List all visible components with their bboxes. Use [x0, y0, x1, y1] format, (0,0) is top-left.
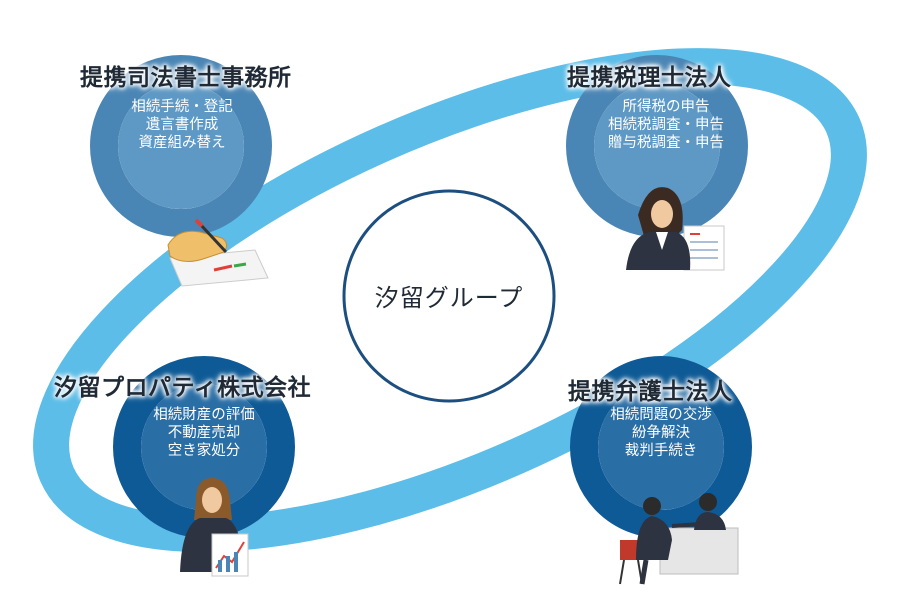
meeting-icon: [619, 493, 739, 585]
lines-property: 相続財産の評価 不動産売却 空き家処分: [109, 406, 299, 460]
lines-judicial: 相続手続・登記 遺言書作成 資産組み替え: [87, 98, 277, 152]
center-label: 汐留グループ: [374, 284, 524, 312]
disc-legal: [598, 384, 724, 510]
lines-legal: 相続問題の交渉 紛争解決 裁判手続き: [566, 406, 756, 460]
list-item: 相続問題の交渉: [610, 407, 712, 423]
list-item: 裁判手続き: [624, 443, 698, 459]
title-judicial: 提携司法書士事務所: [80, 64, 292, 91]
disc-judicial: [118, 83, 244, 209]
list-item: 資産組み替え: [138, 135, 226, 151]
businesswoman-chart-icon: [180, 478, 249, 577]
disc-tax: [594, 83, 720, 209]
list-item: 遺言書作成: [145, 117, 219, 133]
businesswoman-icon: [626, 187, 725, 271]
title-tax: 提携税理士法人: [567, 64, 732, 91]
list-item: 相続税調査・申告: [608, 117, 724, 133]
title-legal: 提携弁護士法人: [568, 378, 733, 405]
title-property: 汐留プロパティ株式会社: [54, 374, 312, 401]
list-item: 紛争解決: [632, 425, 690, 441]
disc-property: [141, 384, 267, 510]
list-item: 贈与税調査・申告: [608, 135, 724, 151]
list-item: 所得税の申告: [622, 99, 710, 115]
list-item: 相続手続・登記: [131, 99, 233, 115]
lines-tax: 所得税の申告 相続税調査・申告 贈与税調査・申告: [571, 98, 761, 152]
center-circle: [342, 189, 556, 403]
writing-hand-icon: [167, 218, 269, 287]
list-item: 相続財産の評価: [153, 407, 255, 423]
list-item: 不動産売却: [167, 425, 241, 441]
list-item: 空き家処分: [167, 443, 241, 459]
